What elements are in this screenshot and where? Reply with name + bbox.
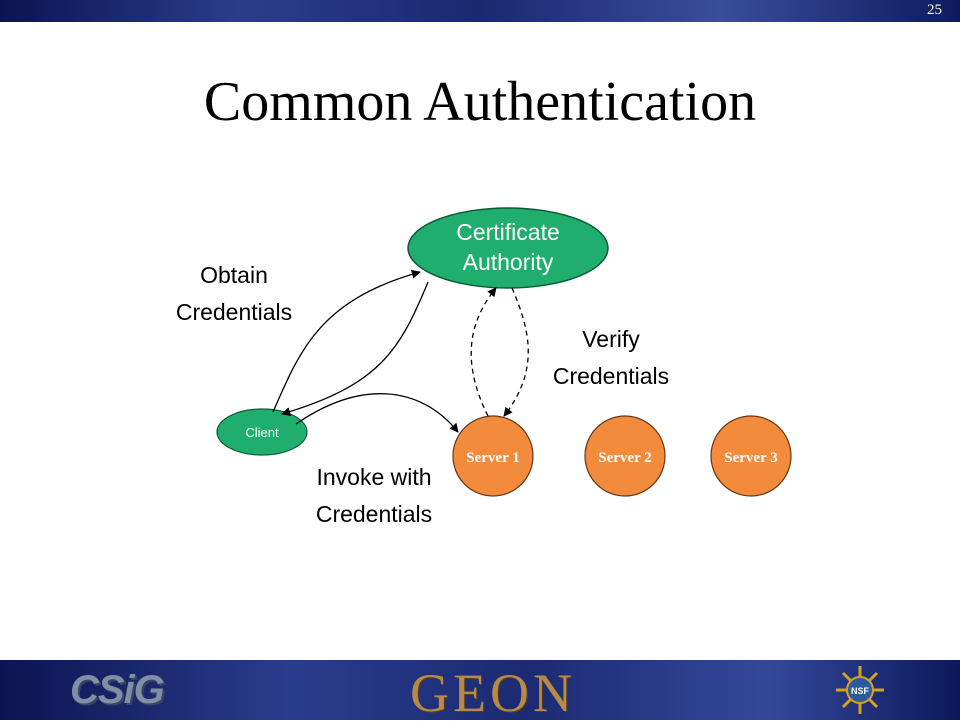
slide-number: 25 xyxy=(927,2,942,18)
server-1-node xyxy=(452,415,534,497)
nsf-logo: NSF xyxy=(836,666,884,714)
obtain-response-arrow xyxy=(281,281,429,417)
verify-request-arrow xyxy=(470,287,497,417)
verify-response-arrow xyxy=(503,287,529,417)
certificate-authority-label-1: Certificate xyxy=(456,219,560,245)
client-label: Client xyxy=(245,425,279,440)
invoke-arrow xyxy=(295,393,459,433)
server-3-label: Server 3 xyxy=(724,450,777,466)
verify-label-1: Verify xyxy=(582,326,640,352)
invoke-label-2: Credentials xyxy=(316,501,432,527)
csig-logo: CSiG xyxy=(70,668,165,712)
obtain-label-2: Credentials xyxy=(176,299,292,325)
verify-label-2: Credentials xyxy=(553,363,669,389)
top-banner: 25 xyxy=(0,0,960,22)
nsf-logo-text: NSF xyxy=(851,686,870,696)
server-3-node xyxy=(710,415,792,497)
invoke-label-1: Invoke with xyxy=(316,464,431,490)
server-2-node xyxy=(584,415,666,497)
certificate-authority-label-2: Authority xyxy=(463,249,554,275)
footer-banner: CSiG GEON NSF xyxy=(0,660,960,723)
obtain-label-1: Obtain xyxy=(200,262,268,288)
certificate-authority-node xyxy=(407,207,609,289)
server-2-label: Server 2 xyxy=(598,450,651,466)
client-node xyxy=(216,408,308,456)
geon-logo: GEON xyxy=(410,663,576,723)
server-1-label: Server 1 xyxy=(466,450,519,466)
obtain-request-arrow xyxy=(272,269,421,413)
slide-title: Common Authentication xyxy=(203,71,757,133)
